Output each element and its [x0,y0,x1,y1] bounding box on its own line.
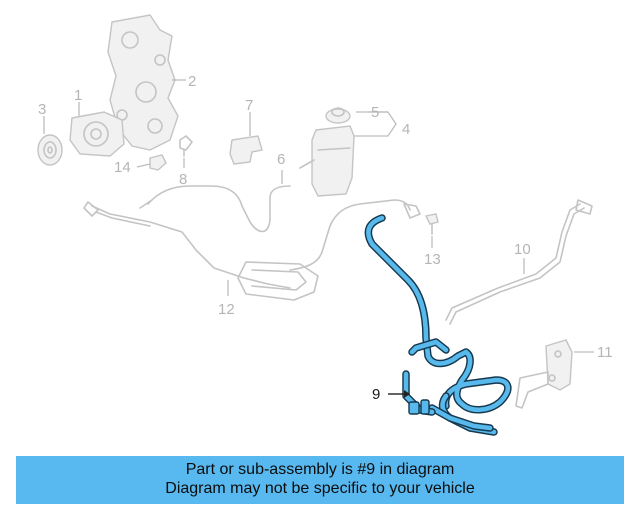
callout-1: 1 [74,87,82,104]
reservoir [299,125,355,197]
callout-8: 8 [179,171,187,188]
bracket-11 [515,339,573,409]
callout-6: 6 [277,151,285,168]
callout-5: 5 [371,104,379,121]
callout-4: 4 [402,121,410,138]
callout-12: 12 [218,301,235,318]
return-hose-12 [83,199,421,301]
cooler-line-10 [445,199,593,325]
callout-11: 11 [597,344,613,361]
callout-2: 2 [188,73,196,90]
callout-9: 9 [372,386,380,403]
callout-labels: 2 1 3 5 4 7 6 14 8 10 11 12 13 9 [38,73,613,403]
bolt-13 [424,213,439,235]
clip-8 [179,135,193,157]
pressure-hose-6 [139,185,291,233]
banner-line-1: Part or sub-assembly is #9 in diagram [185,461,455,478]
reservoir-cap [325,107,351,124]
callout-3: 3 [38,101,46,118]
callout-14: 14 [114,159,131,176]
banner-line-2: Diagram may not be specific to your vehi… [165,480,475,497]
pump-pulley [37,134,63,166]
callout-7: 7 [245,97,253,114]
bracket-7 [229,135,263,165]
highlighted-part-9 [364,214,512,436]
bolt-14 [149,154,167,171]
parts-diagram: 2 1 3 5 4 7 6 14 8 10 11 12 13 9 [37,14,613,436]
leader-lines [43,79,594,398]
callout-10: 10 [514,241,531,258]
power-steering-pump [69,111,125,157]
info-banner: Part or sub-assembly is #9 in diagram Di… [16,456,624,504]
callout-13: 13 [424,251,441,268]
engine-front-cover [107,14,179,151]
